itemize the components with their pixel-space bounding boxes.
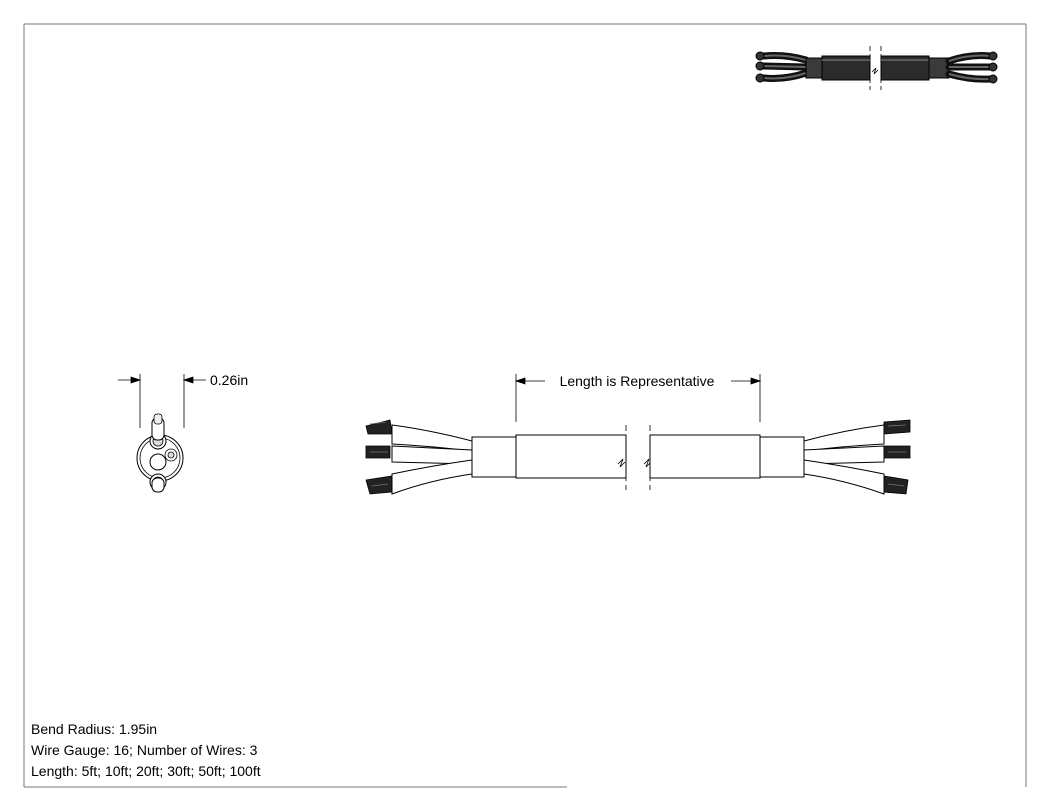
- side-left-conductors: [365, 419, 393, 495]
- cable-end-view: [136, 413, 184, 493]
- end-view-dimension: [118, 374, 206, 428]
- side-left-jacket: [515, 434, 627, 479]
- sheet-border: [23, 23, 1027, 788]
- end-view-wire-mid: [149, 453, 167, 471]
- iso-right-wires: [945, 51, 998, 84]
- end-view-dimension-label: 0.26in: [210, 372, 248, 388]
- spec-bend-radius: Bend Radius: 1.95in: [31, 721, 158, 737]
- spec-wire-info: Wire Gauge: 16; Number of Wires: 3: [31, 742, 258, 758]
- length-dimension: [514, 374, 762, 422]
- side-left-wires: [391, 424, 473, 495]
- side-right-jacket-end: [759, 436, 805, 478]
- spec-lengths: Length: 5ft; 10ft; 20ft; 30ft; 50ft; 100…: [31, 763, 261, 779]
- side-right-wires: [803, 424, 885, 495]
- side-right-jacket: [649, 434, 761, 479]
- iso-left-wires: [755, 51, 810, 83]
- iso-left-jacket: [805, 57, 823, 79]
- side-right-conductors: [883, 419, 911, 495]
- isometric-cable-thumbnail: [755, 46, 998, 90]
- length-dimension-label: Length is Representative: [560, 373, 715, 389]
- cable-side-view: [365, 419, 911, 495]
- side-left-jacket-end: [471, 436, 517, 478]
